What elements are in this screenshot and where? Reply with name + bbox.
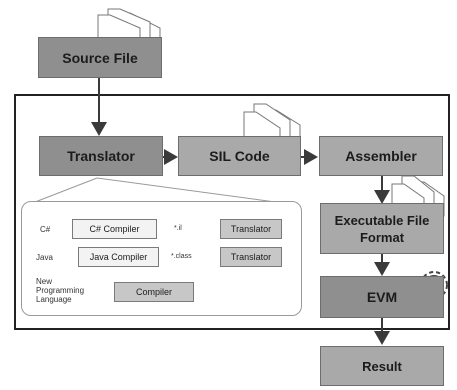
csharp-compiler-box: C# Compiler xyxy=(72,219,157,239)
translator-box-java-label: Translator xyxy=(230,252,272,262)
java-compiler-label: Java Compiler xyxy=(89,252,148,262)
generic-compiler-box: Compiler xyxy=(114,282,194,302)
result-node: Result xyxy=(320,346,444,386)
source-file-node: Source File xyxy=(38,37,162,78)
language-label-new: New Programming Language xyxy=(36,277,85,304)
system-boundary-frame xyxy=(14,94,450,330)
assembler-node: Assembler xyxy=(319,136,443,176)
language-label-csharp: C# xyxy=(40,225,51,234)
result-label: Result xyxy=(362,358,402,374)
translator-label: Translator xyxy=(67,148,135,164)
language-label-java: Java xyxy=(36,253,53,262)
output-label-class: *.class xyxy=(171,253,192,260)
translator-node: Translator xyxy=(39,136,163,176)
evm-label: EVM xyxy=(366,289,398,305)
output-label-il: *.il xyxy=(174,225,182,232)
translator-box-csharp: Translator xyxy=(220,219,282,239)
executable-file-format-node: Executable File Format xyxy=(320,203,444,254)
translator-box-java: Translator xyxy=(220,247,282,267)
csharp-compiler-label: C# Compiler xyxy=(89,224,140,234)
executable-file-format-label: Executable File Format xyxy=(334,212,430,245)
sil-code-label: SIL Code xyxy=(209,148,270,164)
generic-compiler-label: Compiler xyxy=(135,287,172,297)
source-file-label: Source File xyxy=(62,49,138,66)
assembler-label: Assembler xyxy=(345,148,417,164)
sil-code-node: SIL Code xyxy=(178,136,301,176)
java-compiler-box: Java Compiler xyxy=(78,247,159,267)
evm-node: EVM xyxy=(320,276,444,318)
translator-box-csharp-label: Translator xyxy=(230,224,272,234)
